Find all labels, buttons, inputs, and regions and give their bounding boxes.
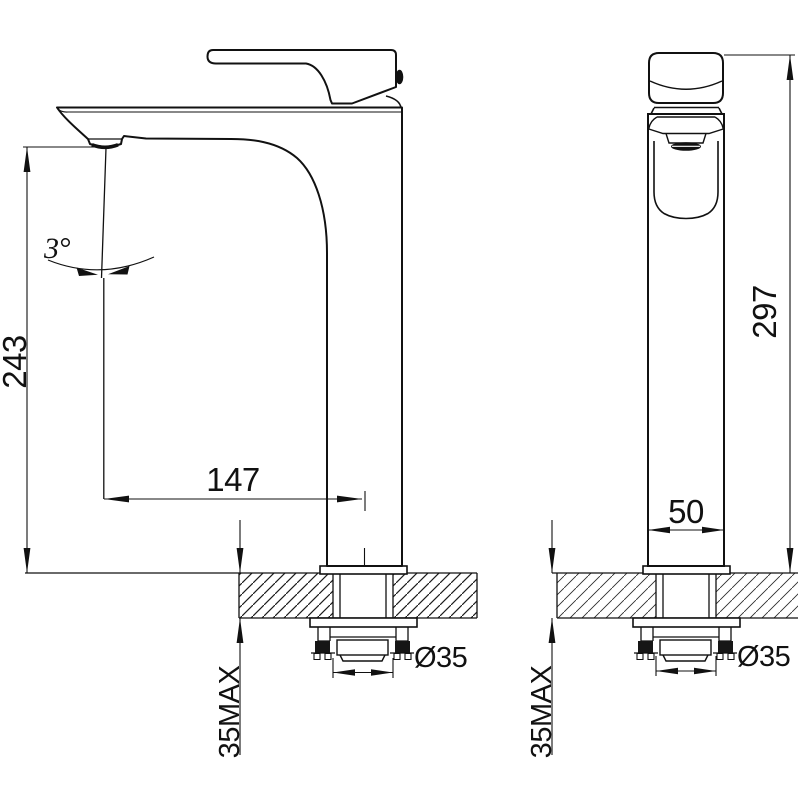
mounting-assembly-side: [309, 565, 418, 662]
spout-tube-outline-front: [653, 141, 719, 220]
neck-ring-front: [650, 106, 723, 115]
dim-label-deck-thickness-front: 35MAX: [526, 666, 558, 759]
spout-top-inner-line: [57, 108, 401, 113]
faucet-body-front: [647, 113, 725, 567]
spray-angle-arc: [47, 256, 155, 271]
dim-label-spray-angle: 3°: [43, 232, 71, 265]
faucet-side: [56, 49, 404, 567]
dim-label-hole-diameter-side: Ø35: [414, 642, 467, 674]
handle-front: [648, 52, 724, 104]
handle-fillet-arc: [385, 95, 402, 109]
faucet-body-side: [56, 106, 403, 567]
countertop-section-front: [552, 572, 798, 619]
dimensions-side: 243 3° 147 35MAX Ø35: [0, 146, 468, 759]
dim-label-spout-height: 243: [0, 335, 33, 389]
mount-lip: [339, 654, 386, 662]
dimensions-front: 297 50 35MAX Ø35: [526, 54, 795, 759]
countertop-section-side: [25, 572, 478, 619]
set-screw-dot: [395, 69, 404, 85]
mount-flange: [309, 617, 418, 628]
mount-locknut: [317, 627, 409, 642]
dim-label-hole-diameter-front: Ø35: [737, 641, 790, 673]
spray-angle-arrows: [76, 266, 130, 276]
faucet-front: [647, 52, 725, 567]
spout-collar-front: [648, 116, 724, 144]
dim-35max-side-arrows: [236, 548, 244, 643]
dim-label-overall-height: 297: [746, 285, 783, 339]
countertop-hatch-side: [239, 573, 477, 618]
dim-243-lines: [23, 146, 107, 573]
mount-cup: [336, 639, 389, 656]
dim-label-deck-thickness-side: 35MAX: [214, 666, 246, 759]
dim-297-lines: [724, 54, 795, 573]
dim-147-lines: [104, 491, 366, 567]
mount-base-plate: [319, 565, 408, 575]
side-view: 243 3° 147 35MAX Ø35: [0, 49, 478, 759]
spray-angle-lines: [100, 147, 107, 499]
handle-dome-arc-front: [649, 80, 723, 90]
handle-side: [206, 49, 397, 105]
dim-label-spout-reach: 147: [206, 461, 260, 498]
front-view: 297 50 35MAX Ø35: [526, 52, 798, 759]
mount-screw-feet: [313, 652, 412, 661]
dim-dia35-side-arrows: [333, 669, 393, 676]
mount-shank: [332, 574, 394, 618]
dim-dia35-front-arrows: [656, 667, 716, 675]
dim-35max-front-arrows: [548, 548, 556, 643]
dim-50-arrows: [648, 526, 724, 534]
countertop-hatch-front: [557, 573, 798, 618]
mount-rubber-seals: [315, 641, 410, 653]
dim-label-body-width: 50: [668, 493, 704, 530]
